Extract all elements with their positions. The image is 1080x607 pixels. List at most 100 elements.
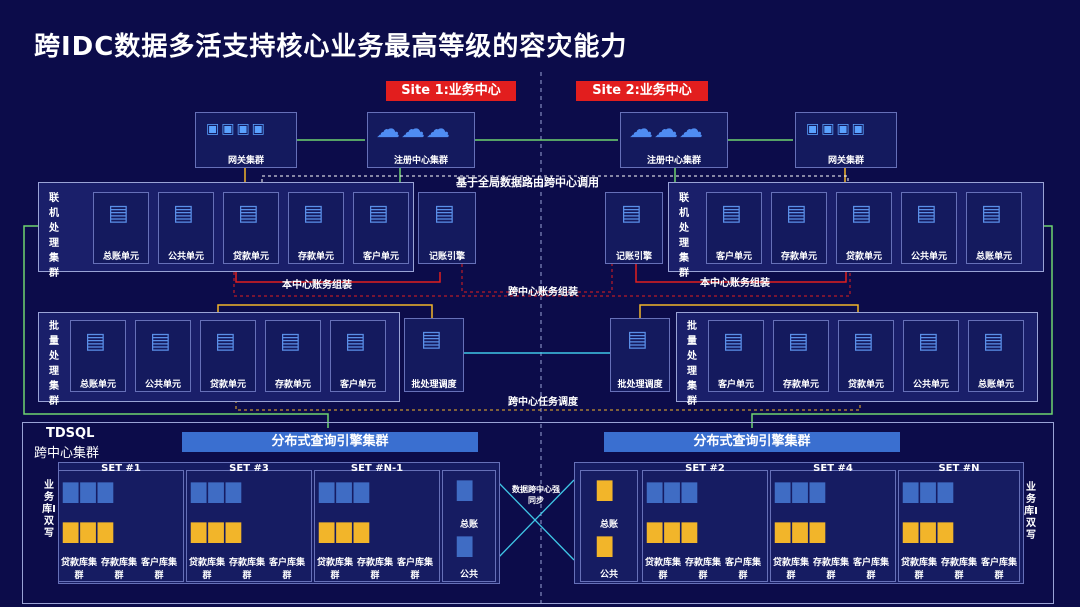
set-group-left: [58, 462, 500, 584]
cross-task-scheduling-label: 跨中心任务调度: [508, 397, 578, 408]
server-icon: ▤: [280, 329, 301, 354]
server-icon: ▤: [238, 201, 259, 226]
database-icon: ▇▇▇: [775, 479, 828, 503]
server-icon: ▤: [215, 329, 236, 354]
database-icon: ▇: [457, 533, 473, 557]
unit-loan: ▤贷款单元: [200, 320, 256, 392]
database-icon: ▇: [597, 477, 613, 501]
site2-badge: Site 2:业务中心: [576, 81, 708, 101]
server-icon: ▤: [621, 201, 642, 226]
unit-deposit: ▤存款单元: [773, 320, 829, 392]
database-icon: ▇▇▇: [191, 519, 244, 543]
unit-customer: ▤客户单元: [706, 192, 762, 264]
accounting-engine-left: ▤记账引擎: [418, 192, 476, 264]
server-icon: ▤: [368, 201, 389, 226]
unit-public: ▤公共单元: [903, 320, 959, 392]
unit-deposit: ▤存款单元: [771, 192, 827, 264]
local-assembly-right: 本中心账务组装: [700, 278, 770, 289]
cloud-icon: ☁☁☁: [629, 115, 704, 143]
database-icon: ▇▇▇: [903, 519, 956, 543]
tdsql-subtitle: 跨中心集群: [34, 446, 100, 461]
server-icon: ▤: [173, 201, 194, 226]
registry-cluster-right: ☁☁☁ 注册中心集群: [620, 112, 728, 168]
database-icon: ▇: [457, 477, 473, 501]
server-icon: ▤: [918, 329, 939, 354]
gateway-cluster-left: ▣▣▣▣ 网关集群: [195, 112, 297, 168]
server-icon: ▤: [434, 201, 455, 226]
registry-label: 注册中心集群: [393, 156, 448, 166]
server-icon: ▤: [788, 329, 809, 354]
unit-deposit: ▤存款单元: [265, 320, 321, 392]
unit-ledger: ▤总账单元: [70, 320, 126, 392]
database-icon: ▇▇▇: [319, 519, 372, 543]
query-engine-left: 分布式查询引擎集群: [182, 432, 478, 452]
unit-customer: ▤客户单元: [708, 320, 764, 392]
server-icon: ▤: [85, 329, 106, 354]
database-icon: ▇▇▇: [647, 519, 700, 543]
accounting-engine-right: ▤记账引擎: [605, 192, 663, 264]
unit-public: ▤公共单元: [135, 320, 191, 392]
ledger-public-box-left: ▇ 总账 ▇ 公共: [442, 470, 496, 582]
business-db-label-left: 业务库I双写: [42, 480, 56, 539]
online-cluster-label: 联机处理集群: [49, 193, 59, 279]
unit-customer: ▤客户单元: [353, 192, 409, 264]
set-box: SET #4 ▇▇▇ ▇▇▇ 贷款库集群 存款库集群 客户库集群: [770, 463, 896, 582]
set-box: SET #1 ▇▇▇ ▇▇▇ 贷款库集群 存款库集群 客户库集群: [58, 463, 184, 582]
server-icon: ▤: [627, 327, 648, 352]
batch-scheduler-left: ▤批处理调度: [404, 318, 464, 392]
business-db-label-right: 业务库I双写: [1024, 482, 1038, 541]
database-icon: ▇▇▇: [903, 479, 956, 503]
server-icon: ▤: [981, 201, 1002, 226]
gateway-label: 网关集群: [827, 156, 864, 166]
server-icon: ▤: [851, 201, 872, 226]
batch-scheduler-right: ▤批处理调度: [610, 318, 670, 392]
global-route-label: 基于全局数据路由跨中心调用: [456, 176, 599, 189]
query-engine-right: 分布式查询引擎集群: [604, 432, 900, 452]
tdsql-cluster: [22, 422, 1054, 604]
sync-label: 数据跨中心强同步: [512, 485, 560, 505]
unit-customer: ▤客户单元: [330, 320, 386, 392]
set-group-right: [574, 462, 1024, 584]
server-icon: ▤: [421, 327, 442, 352]
server-network-icon: ▣▣▣▣: [806, 121, 867, 137]
unit-loan: ▤贷款单元: [836, 192, 892, 264]
batch-cluster-label: 批量处理集群: [49, 321, 59, 407]
unit-loan: ▤贷款单元: [223, 192, 279, 264]
cloud-icon: ☁☁☁: [376, 115, 451, 143]
registry-label: 注册中心集群: [646, 156, 701, 166]
database-icon: ▇▇▇: [775, 519, 828, 543]
set-box: SET #N-1 ▇▇▇ ▇▇▇ 贷款库集群 存款库集群 客户库集群: [314, 463, 440, 582]
unit-ledger: ▤总账单元: [968, 320, 1024, 392]
server-icon: ▤: [108, 201, 129, 226]
server-icon: ▤: [721, 201, 742, 226]
server-network-icon: ▣▣▣▣: [206, 121, 267, 137]
gateway-cluster-right: ▣▣▣▣ 网关集群: [795, 112, 897, 168]
unit-ledger: ▤总账单元: [93, 192, 149, 264]
database-icon: ▇: [597, 533, 613, 557]
database-icon: ▇▇▇: [647, 479, 700, 503]
site1-badge: Site 1:业务中心: [386, 81, 516, 101]
database-icon: ▇▇▇: [63, 519, 116, 543]
server-icon: ▤: [786, 201, 807, 226]
server-icon: ▤: [853, 329, 874, 354]
batch-cluster-label: 批量处理集群: [687, 321, 697, 407]
tdsql-title: TDSQL: [46, 426, 95, 441]
server-icon: ▤: [345, 329, 366, 354]
database-icon: ▇▇▇: [319, 479, 372, 503]
unit-loan: ▤贷款单元: [838, 320, 894, 392]
unit-public: ▤公共单元: [901, 192, 957, 264]
unit-ledger: ▤总账单元: [966, 192, 1022, 264]
server-icon: ▤: [916, 201, 937, 226]
ledger-public-box-right: ▇ 总账 ▇ 公共: [580, 470, 638, 582]
server-icon: ▤: [723, 329, 744, 354]
database-icon: ▇▇▇: [191, 479, 244, 503]
page-title: 跨IDC数据多活支持核心业务最高等级的容灾能力: [34, 32, 628, 62]
database-icon: ▇▇▇: [63, 479, 116, 503]
registry-cluster-left: ☁☁☁ 注册中心集群: [367, 112, 475, 168]
gateway-label: 网关集群: [227, 156, 264, 166]
set-box: SET #2 ▇▇▇ ▇▇▇ 贷款库集群 存款库集群 客户库集群: [642, 463, 768, 582]
unit-deposit: ▤存款单元: [288, 192, 344, 264]
server-icon: ▤: [303, 201, 324, 226]
set-box: SET #N ▇▇▇ ▇▇▇ 贷款库集群 存款库集群 客户库集群: [898, 463, 1020, 582]
